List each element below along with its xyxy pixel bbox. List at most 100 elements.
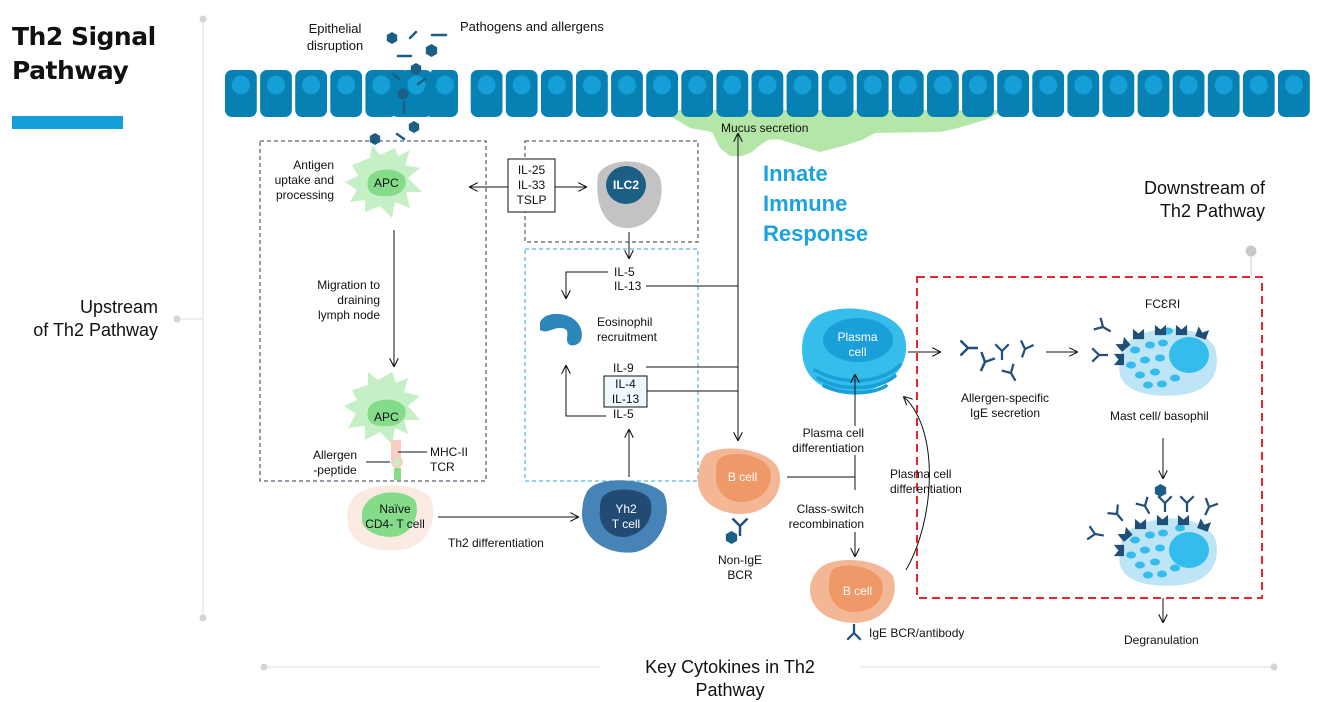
- mhc-line-1: MHC-II: [430, 445, 468, 459]
- disruption-line-1: Epithelial: [308, 21, 362, 36]
- antigen-line-2: uptake and: [274, 173, 334, 187]
- downstream-section-label: Downstream of Th2 Pathway: [1060, 177, 1265, 223]
- title-underline-bar: [12, 116, 123, 129]
- plasma-line-2: cell: [848, 345, 867, 359]
- eosinophil-label: Eosinophil recruitment: [597, 315, 657, 345]
- il9-label: IL-9: [613, 361, 634, 375]
- innate-line-1: Innate: [763, 161, 828, 186]
- th2-differentiation-label: Th2 differentiation: [448, 536, 544, 550]
- migration-line-1: Migration to: [317, 278, 380, 292]
- th2-cell-label: Yh2 T cell: [604, 502, 648, 532]
- plasma-diff-1-line-2: differentiation: [792, 441, 864, 455]
- page-title: Th2 Signal Pathway: [12, 20, 156, 88]
- il4-il13-box-frame: [603, 375, 648, 408]
- epithelial-nucleus: [436, 75, 454, 95]
- naive-cell-label: Naïve CD4- T cell: [355, 502, 435, 532]
- il5b-label: IL-5: [613, 407, 634, 421]
- b-cell-1-label: B cell: [727, 470, 758, 484]
- mast-cell-1: [1091, 316, 1217, 396]
- epithelial-nucleus: [231, 75, 250, 95]
- arrows: [394, 134, 1163, 622]
- il13b-label: IL-13: [611, 392, 640, 406]
- epithelial-disruption-label: Epithelial disruption: [300, 20, 370, 54]
- plasma-cell-label: Plasma cell: [830, 330, 885, 360]
- ilc2-label: ILC2: [612, 178, 639, 192]
- upstream-line-2: of Th2 Pathway: [33, 320, 158, 340]
- pathogens: [369, 30, 448, 145]
- epithelial-nucleus: [372, 75, 391, 95]
- plasma-diff-2-line-2: differentiation: [890, 482, 962, 496]
- class-switch-label: Class-switch recombination: [770, 502, 864, 532]
- title-line-1: Th2 Signal: [12, 22, 156, 51]
- il-33-label: IL-33: [517, 178, 546, 192]
- il-25-label: IL-25: [517, 163, 546, 177]
- allergen-peptide-label: Allergen -peptide: [306, 448, 364, 478]
- pathogens-label: Pathogens and allergens: [460, 19, 604, 34]
- degranulation-label: Degranulation: [1124, 633, 1199, 647]
- mast-cell-2: [1086, 484, 1220, 586]
- key-cytokines-section-label: Key Cytokines in Th2 Pathway: [600, 656, 860, 702]
- b-cell-2-label: B cell: [842, 584, 873, 598]
- epithelial-nucleus: [407, 75, 426, 95]
- ige-secretion-label: Allergen-specific IgE secretion: [950, 391, 1060, 421]
- epithelial-nucleus: [302, 75, 321, 95]
- mhc-line-2: TCR: [430, 460, 455, 474]
- plasma-diff-1-line-1: Plasma cell: [802, 426, 864, 440]
- downstream-box: [916, 276, 1263, 599]
- epithelial-nucleus: [1144, 75, 1163, 95]
- non-ige-bcr-label: Non-IgE BCR: [710, 553, 770, 583]
- effector-cytokine-box: [524, 248, 699, 482]
- plasma-differentiation-label-1: Plasma cell differentiation: [770, 426, 864, 456]
- epithelial-nucleus: [793, 75, 812, 95]
- epithelial-nucleus: [828, 75, 847, 95]
- mucus-secretion-label: Mucus secretion: [721, 121, 809, 135]
- b-cell-2: [810, 560, 895, 641]
- epithelial-nucleus: [933, 75, 952, 95]
- antigen-uptake-label: Antigen uptake and processing: [262, 158, 334, 203]
- epithelial-nucleus: [1284, 75, 1303, 95]
- epithelial-nucleus: [267, 75, 285, 95]
- antigen-line-1: Antigen: [293, 158, 334, 172]
- antigen-line-3: processing: [275, 188, 334, 202]
- il25-il33-tslp-box: IL-25 IL-33 TSLP: [508, 163, 555, 208]
- allergen-line-1: Allergen: [312, 448, 358, 462]
- th2-line-1: Yh2: [615, 502, 637, 516]
- ige-antibodies: [959, 339, 1035, 386]
- il4-label: IL-4: [615, 377, 636, 391]
- downstream-line-1: Downstream of: [1143, 178, 1265, 198]
- epithelial-nucleus: [1179, 75, 1198, 95]
- timeline-guides: [173, 15, 1278, 671]
- apc-label-2: APC: [374, 410, 399, 424]
- ige-line-1: Allergen-specific: [960, 391, 1050, 405]
- mhc-tcr-label: MHC-II TCR: [430, 445, 468, 475]
- epithelial-nucleus: [758, 75, 777, 95]
- plasma-line-1: Plasma: [837, 330, 878, 344]
- epithelial-nucleus: [337, 75, 356, 95]
- eosinophil-line-2: recruitment: [597, 330, 658, 344]
- plasma-cell: [802, 308, 907, 395]
- epithelial-nucleus: [512, 75, 531, 95]
- epithelial-nucleus: [653, 75, 672, 95]
- innate-line-2: Immune: [763, 191, 848, 216]
- cytokine-box-frame: [507, 158, 556, 213]
- plasma-diff-2-line-1: Plasma cell: [890, 467, 952, 481]
- th2-line-2: T cell: [611, 517, 641, 531]
- epithelial-nucleus: [1249, 75, 1268, 95]
- epithelial-nucleus: [1074, 75, 1093, 95]
- epithelial-nucleus: [477, 75, 496, 95]
- epithelial-nucleus: [582, 75, 601, 95]
- class-switch-line-1: Class-switch: [796, 502, 864, 516]
- ige-bcr-label: IgE BCR/antibody: [869, 626, 965, 640]
- plasma-differentiation-label-2: Plasma cell differentiation: [890, 467, 962, 497]
- non-ige-line-1: Non-IgE: [717, 553, 763, 567]
- upstream-line-1: Upstream: [79, 297, 158, 317]
- il13-label: IL-13: [614, 279, 642, 293]
- naive-t-cell: [347, 485, 434, 551]
- migration-line-3: lymph node: [317, 308, 380, 322]
- epithelial-nucleus: [1039, 75, 1058, 95]
- apc-label-1: APC: [374, 176, 399, 190]
- tslp-label: TSLP: [516, 193, 547, 207]
- il4-il13-box: IL-4 IL-13: [604, 377, 647, 407]
- epithelial-nucleus: [1004, 75, 1023, 95]
- mucus-layer: [660, 110, 1005, 156]
